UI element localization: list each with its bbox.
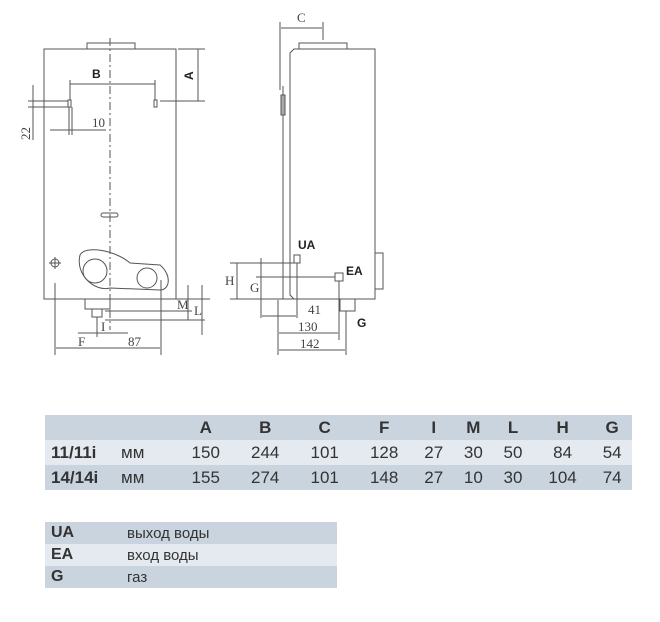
- header-cell: I: [431, 417, 437, 437]
- dim-label-I: I: [101, 319, 105, 334]
- dim-label-F: F: [78, 334, 85, 349]
- header-cell: F: [378, 417, 390, 437]
- side-rear-knob: [374, 252, 384, 290]
- technical-drawing: B A 22 10 F 87 I M L C H G 41 130 142 UA…: [18, 10, 384, 355]
- dim-label-142: 142: [300, 336, 320, 351]
- value-cell: 27: [424, 467, 444, 487]
- label-EA: EA: [346, 264, 363, 278]
- header-cell: M: [466, 417, 481, 437]
- front-knob-left: [82, 258, 108, 284]
- value-cell: 244: [251, 442, 280, 462]
- value-cell: 155: [191, 467, 220, 487]
- legend-description: газ: [127, 568, 148, 586]
- legend-code: EA: [51, 546, 74, 563]
- side-EA-connector: [334, 272, 344, 282]
- dim-label-41: 41: [308, 302, 321, 317]
- front-window-slot: [100, 212, 119, 218]
- dim-label-C: C: [297, 10, 306, 25]
- value-cell: 27: [424, 442, 444, 462]
- value-cell: 128: [369, 442, 399, 462]
- model-cell: 11/11i: [51, 442, 97, 462]
- header-blank: [45, 415, 121, 440]
- legend-row: EA вход воды: [45, 544, 337, 566]
- model-cell: 14/14i: [51, 467, 99, 487]
- dim-label-130: 130: [298, 319, 318, 334]
- front-flue-outlet: [86, 42, 136, 50]
- header-cell: G: [605, 417, 619, 437]
- value-cell: 148: [369, 467, 399, 487]
- unit-cell: мм: [121, 442, 145, 462]
- value-cell: 101: [310, 442, 339, 462]
- value-cell: 74: [602, 467, 622, 487]
- header-blank-unit: [121, 415, 176, 440]
- dim-label-B: B: [92, 67, 101, 81]
- side-flue-outlet: [298, 42, 348, 50]
- side-bracket: [280, 94, 286, 116]
- value-cell: 84: [553, 442, 573, 462]
- legend-code: UA: [51, 524, 75, 541]
- value-cell: 10: [463, 467, 483, 487]
- value-cell: 150: [191, 442, 220, 462]
- value-cell: 101: [310, 467, 339, 487]
- dim-label-H: H: [225, 273, 234, 288]
- side-UA-connector: [293, 254, 301, 264]
- value-cell: 54: [602, 442, 622, 462]
- legend-description: вход воды: [127, 546, 199, 564]
- header-cell: H: [556, 417, 569, 437]
- value-cell: 274: [251, 467, 280, 487]
- front-view: [28, 38, 210, 355]
- value-cell: 50: [503, 442, 523, 462]
- dimensions-table: A B C F I M L H G 11/11i мм 150 244 101 …: [45, 415, 632, 490]
- legend-row: UA выход воды: [45, 522, 337, 544]
- unit-cell: мм: [121, 467, 145, 487]
- side-view: [230, 22, 384, 355]
- dim-label-22: 22: [18, 127, 33, 140]
- front-gas-nipple: [91, 308, 103, 318]
- front-knob-right: [136, 267, 158, 289]
- side-G-connector: [339, 298, 356, 312]
- legend-table: UA выход воды EA вход воды G газ: [45, 522, 337, 588]
- label-UA: UA: [298, 238, 316, 252]
- header-cell: C: [318, 417, 331, 437]
- header-cell: B: [259, 417, 272, 437]
- front-gas-connector: [84, 298, 111, 310]
- legend-row: G газ: [45, 566, 337, 588]
- side-body-outline: [289, 48, 376, 300]
- legend-code: G: [51, 568, 64, 585]
- dim-label-A: A: [182, 71, 196, 80]
- legend-description: выход воды: [127, 524, 210, 542]
- header-cell: L: [507, 417, 519, 437]
- value-cell: 30: [503, 467, 523, 487]
- front-pipe-left: [67, 99, 72, 108]
- dim-label-L: L: [194, 303, 202, 318]
- front-pipe-right: [153, 99, 158, 108]
- dim-label-10: 10: [92, 115, 105, 130]
- dim-label-87: 87: [128, 334, 142, 349]
- dim-label-G-side: G: [250, 280, 259, 295]
- dim-label-M: M: [177, 297, 189, 312]
- value-cell: 104: [548, 467, 577, 487]
- value-cell: 30: [463, 442, 483, 462]
- label-G: G: [357, 316, 366, 330]
- table-row: 14/14i мм 155 274 101 148 27 10 30 104 7…: [45, 465, 632, 490]
- table-row: 11/11i мм 150 244 101 128 27 30 50 84 54: [45, 440, 632, 465]
- header-cell: A: [199, 417, 212, 437]
- dimensions-header-row: A B C F I M L H G: [45, 415, 632, 440]
